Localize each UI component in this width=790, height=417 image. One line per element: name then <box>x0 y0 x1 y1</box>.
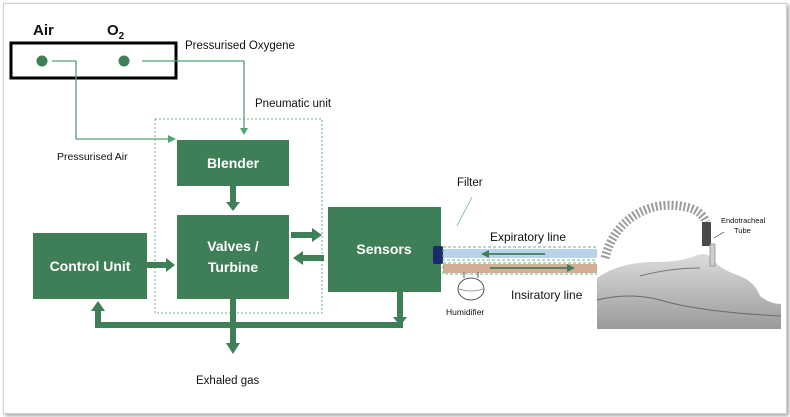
pressurised-air-label: Pressurised Air <box>57 151 128 163</box>
blender-block: Blender <box>177 140 289 186</box>
pneumatic-unit-boundary <box>154 118 323 314</box>
air-port-icon <box>36 55 48 67</box>
o2-label: O2 <box>107 22 125 42</box>
control-to-valves-shaft <box>147 262 167 268</box>
humidifier-label: Humidifier <box>446 307 484 317</box>
blender-to-valves-arrowhead <box>226 202 240 211</box>
control-to-valves-arrowhead <box>166 258 175 272</box>
endotracheal-tube <box>709 243 716 267</box>
humidifier-icon <box>457 272 485 301</box>
filter-label: Filter <box>457 177 483 189</box>
air-arrowhead <box>168 135 176 143</box>
expiratory-line-label: Expiratory line <box>490 230 566 244</box>
oxygen-supply-line <box>142 60 245 128</box>
exhaled-shaft <box>230 299 236 344</box>
feedback-up-shaft <box>95 310 101 328</box>
patient-image <box>596 195 782 329</box>
oxygen-port-icon <box>118 55 130 67</box>
corrugated-tube <box>600 200 711 260</box>
valves-to-sensors-arrowhead <box>312 228 322 242</box>
endotracheal-label-line1: Endotracheal <box>721 216 766 225</box>
flow-arrows <box>91 186 407 354</box>
valves-turbine-block: Valves / Turbine <box>177 215 289 299</box>
feedback-line <box>95 322 403 328</box>
air-supply-line <box>52 60 168 140</box>
sensors-down-arrowhead <box>393 317 407 326</box>
pressurised-oxygen-label: Pressurised Oxygene <box>185 40 295 52</box>
control-unit-label: Control Unit <box>50 258 131 274</box>
feedback-up-arrowhead <box>91 301 105 311</box>
pneumatic-unit-label: Pneumatic unit <box>255 98 332 110</box>
valves-label: Valves / <box>207 238 258 254</box>
filter-pointer <box>456 196 473 227</box>
inspiratory-flow-arrowhead <box>567 264 575 272</box>
sensors-down-shaft <box>397 292 403 319</box>
exhaled-gas-label: Exhaled gas <box>196 375 260 387</box>
patient-silhouette-icon <box>597 254 781 329</box>
turbine-label: Turbine <box>208 259 259 275</box>
exhaled-arrowhead <box>226 343 240 354</box>
tube-connector <box>702 222 711 246</box>
filter-connector <box>433 246 443 264</box>
sensors-to-valves-shaft <box>302 255 324 261</box>
endotracheal-label-line2: Tube <box>734 226 751 235</box>
oxygen-arrowhead <box>240 128 248 135</box>
sensors-block: Sensors <box>328 207 441 292</box>
valves-to-sensors-shaft <box>291 232 313 238</box>
blender-label: Blender <box>207 155 260 171</box>
expiratory-flow-arrowhead <box>481 250 489 258</box>
air-label: Air <box>33 22 54 39</box>
sensors-label: Sensors <box>356 241 411 257</box>
blender-to-valves-shaft <box>230 186 236 203</box>
supply-lines <box>52 60 245 140</box>
inspiratory-line-label: Insiratory line <box>511 288 583 302</box>
expiratory-line-box <box>442 246 606 261</box>
gas-supply-panel: Air O2 <box>9 22 178 80</box>
sensors-to-valves-arrowhead <box>293 251 303 265</box>
control-unit-block: Control Unit <box>33 233 147 299</box>
